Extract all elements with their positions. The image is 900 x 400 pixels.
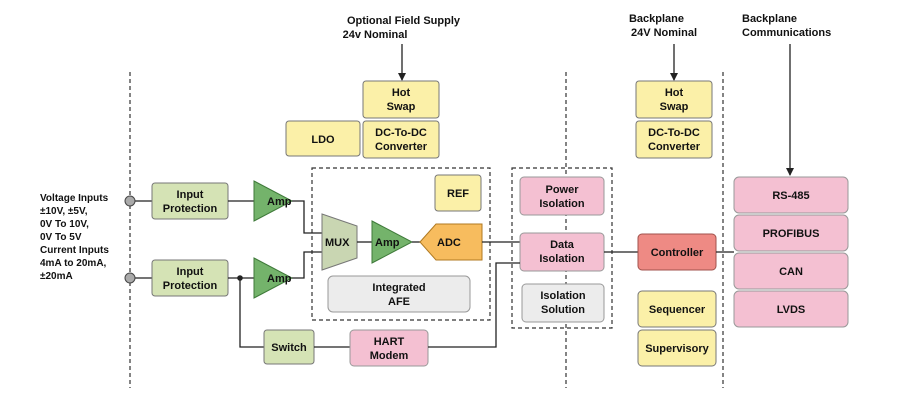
sequencer-block: Sequencer <box>637 290 717 328</box>
rs485-block: RS-485 <box>733 176 849 214</box>
svg-text:LDO: LDO <box>311 134 335 146</box>
isolation-group <box>511 167 613 329</box>
svg-text:Sequencer: Sequencer <box>649 304 706 316</box>
controller-block: Controller <box>637 233 717 271</box>
input-terminal-2 <box>124 272 136 284</box>
wire-amp2-switch <box>239 278 264 348</box>
svg-text:REF: REF <box>447 188 469 200</box>
svg-text:Switch: Switch <box>271 342 307 354</box>
svg-text:Amp: Amp <box>267 273 292 285</box>
amp-3: Amp <box>371 220 414 264</box>
svg-text:LVDS: LVDS <box>777 304 806 316</box>
svg-text:CAN: CAN <box>779 266 803 278</box>
ldo-block: LDO <box>285 120 361 157</box>
amp-1: Amp <box>253 180 294 222</box>
wire-hart-data-isolation <box>428 262 520 348</box>
input-spec-text: Voltage Inputs ±10V, ±5V, 0V To 10V, 0V … <box>40 193 112 282</box>
svg-text:Amp: Amp <box>375 237 400 249</box>
supervisory-block: Supervisory <box>637 329 717 367</box>
wire-amp2-mux <box>292 251 322 279</box>
svg-text:ADC: ADC <box>437 237 461 249</box>
field-supply-label: Optional Field Supply 24v Nominal <box>343 15 463 41</box>
profibus-block: PROFIBUS <box>733 214 849 252</box>
svg-text:Amp: Amp <box>267 196 292 208</box>
svg-text:Controller: Controller <box>651 247 704 259</box>
backplane-comm-label: Backplane Communications <box>742 13 831 39</box>
svg-text:Supervisory: Supervisory <box>645 343 709 355</box>
svg-text:PROFIBUS: PROFIBUS <box>763 228 820 240</box>
afe-group <box>311 167 491 321</box>
switch-block: Switch <box>263 329 315 365</box>
ref-block: REF <box>434 174 482 212</box>
adc-block: ADC <box>419 223 483 261</box>
wire-amp1-mux <box>292 200 322 234</box>
lvds-block: LVDS <box>733 290 849 328</box>
amp-2: Amp <box>253 257 294 299</box>
input-terminal-1 <box>124 195 136 207</box>
can-block: CAN <box>733 252 849 290</box>
mux-block: MUX <box>321 213 358 271</box>
svg-text:RS-485: RS-485 <box>772 190 809 202</box>
svg-text:MUX: MUX <box>325 237 350 249</box>
junction-dot <box>237 275 243 281</box>
backplane-power-label: Backplane 24V Nominal <box>629 13 697 39</box>
